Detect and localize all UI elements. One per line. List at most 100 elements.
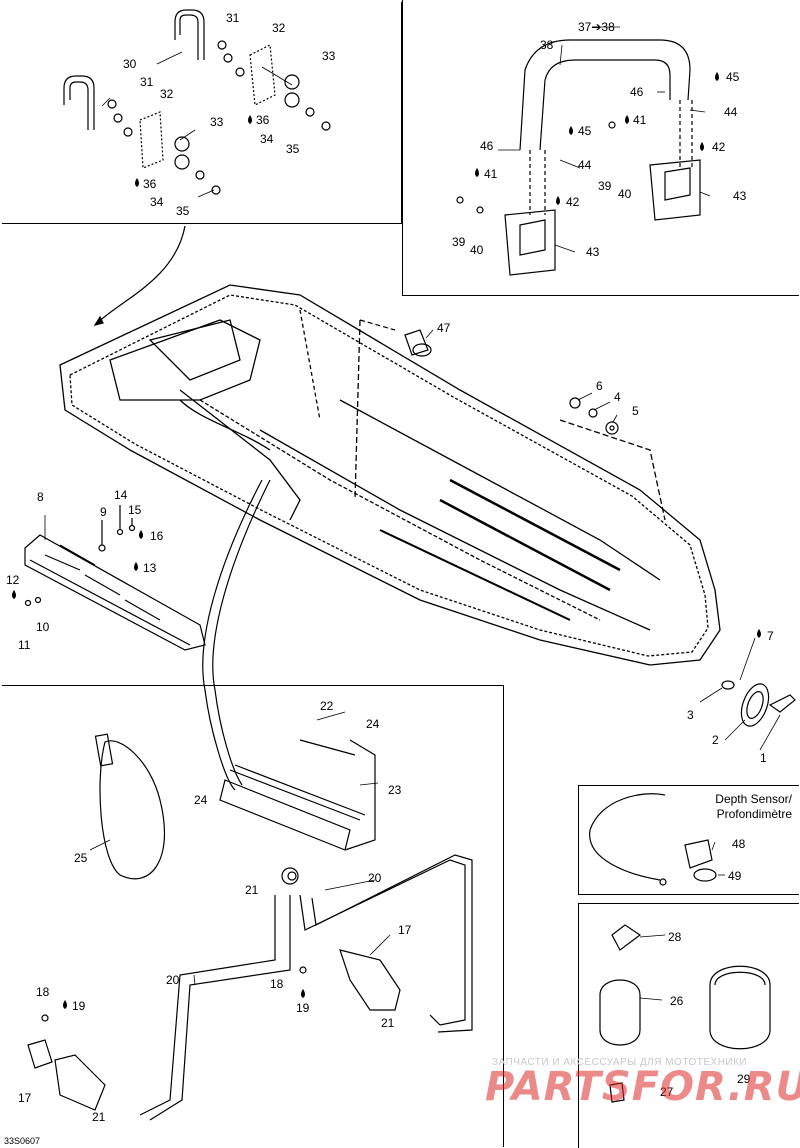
sealant-drop-icon — [135, 178, 139, 187]
depth-sensor-caption-en: Depth Sensor/ — [715, 792, 792, 806]
callout-41: 41 — [484, 167, 498, 181]
drawing-code: 33S0607 — [4, 1136, 41, 1146]
callout-8: 8 — [37, 490, 44, 504]
handle-leader-arrow — [93, 315, 104, 326]
callout-20: 20 — [368, 871, 382, 885]
callout-21: 21 — [92, 1110, 106, 1124]
callout-26: 26 — [670, 994, 684, 1008]
callout-33: 33 — [210, 115, 224, 129]
hull-drawing — [59, 284, 721, 666]
sealant-drop-icon — [757, 629, 761, 638]
depth-sensor-frame — [578, 785, 799, 895]
callout-15: 15 — [128, 503, 142, 517]
sealant-drop-icon — [134, 562, 138, 571]
callout-41: 41 — [633, 113, 647, 127]
handle-kit-drawing — [63, 9, 331, 195]
callout-33: 33 — [322, 49, 336, 63]
grab-handle-drawing — [456, 39, 701, 276]
callout-40: 40 — [618, 187, 632, 201]
callout-21: 21 — [245, 883, 259, 897]
watermark-logo: PARTSFOR.RU — [485, 1064, 800, 1110]
clamp-kit-frame — [578, 903, 799, 1148]
callout-31: 31 — [140, 75, 154, 89]
callout-18: 18 — [36, 985, 50, 999]
callout-37-to-38: 37➔38 — [578, 20, 615, 34]
hose-kit-drawing — [27, 733, 473, 1121]
callout-22: 22 — [320, 699, 334, 713]
callout-3: 3 — [687, 708, 694, 722]
callout-leaders — [44, 26, 781, 1001]
fitting-47-drawing — [359, 319, 432, 357]
callout-13: 13 — [143, 561, 157, 575]
callout-49: 49 — [728, 869, 742, 883]
sealant-drop-icon — [556, 196, 560, 205]
sealant-drop-icon — [248, 115, 252, 124]
handle-kit-frame — [2, 2, 402, 224]
callout-35: 35 — [176, 204, 190, 218]
callout-32: 32 — [272, 21, 286, 35]
callout-25: 25 — [74, 851, 88, 865]
callout-43: 43 — [586, 245, 600, 259]
drain-plug-drawing — [721, 680, 796, 727]
callout-32: 32 — [160, 87, 174, 101]
callout-36: 36 — [256, 113, 270, 127]
hose-leader-inner — [212, 479, 271, 786]
sealant-drop-icon — [700, 142, 704, 151]
washer-stack-drawing — [569, 397, 619, 435]
callout-24: 24 — [194, 793, 208, 807]
callout-40: 40 — [470, 243, 484, 257]
callout-24: 24 — [366, 717, 380, 731]
callout-42: 42 — [566, 195, 580, 209]
hose-kit-frame — [2, 685, 504, 1147]
callout-31: 31 — [226, 11, 240, 25]
footrest-fasteners — [24, 505, 136, 607]
footrest-drawing — [24, 534, 206, 651]
sealant-drop-icon — [139, 530, 143, 539]
callout-10: 10 — [36, 620, 50, 634]
callout-19: 19 — [72, 999, 86, 1013]
callout-45: 45 — [726, 70, 740, 84]
sealant-drop-icon — [475, 168, 479, 177]
callout-23: 23 — [388, 783, 402, 797]
callout-27: 27 — [660, 1085, 674, 1099]
callout-18: 18 — [270, 977, 284, 991]
callout-35: 35 — [286, 142, 300, 156]
hose-leader — [202, 479, 263, 791]
callout-43: 43 — [733, 189, 747, 203]
callout-12: 12 — [6, 573, 20, 587]
callout-21: 21 — [381, 1016, 395, 1030]
callout-48: 48 — [732, 837, 746, 851]
callout-45: 45 — [578, 124, 592, 138]
callout-19: 19 — [296, 1001, 310, 1015]
callout-47: 47 — [437, 321, 451, 335]
callout-9: 9 — [100, 505, 107, 519]
callout-39: 39 — [598, 179, 612, 193]
callout-11: 11 — [18, 638, 31, 652]
callout-17: 17 — [398, 923, 412, 937]
callout-44: 44 — [578, 158, 592, 172]
depth-sensor-drawing — [589, 793, 717, 886]
sealant-drop-icon — [12, 590, 16, 599]
callout-36: 36 — [143, 177, 157, 191]
callout-29: 29 — [737, 1072, 751, 1086]
callout-7: 7 — [767, 629, 774, 643]
watermark-tagline: ЗАПЧАСТИ И АКСЕССУАРЫ ДЛЯ МОТОТЕХНИКИ — [492, 1057, 748, 1068]
handle-leader-curve — [94, 225, 186, 326]
callout-14: 14 — [114, 488, 128, 502]
callout-39: 39 — [452, 235, 466, 249]
grab-handle-frame — [402, 0, 799, 296]
depth-sensor-caption: Depth Sensor/ Profondimètre — [715, 792, 792, 822]
callout-34: 34 — [260, 132, 274, 146]
callout-6: 6 — [596, 379, 603, 393]
callout-30: 30 — [123, 57, 137, 71]
sealant-drop-icon — [715, 72, 719, 81]
callout-4: 4 — [614, 390, 621, 404]
callout-34: 34 — [150, 195, 164, 209]
sealant-drop-icon — [625, 115, 629, 124]
callout-28: 28 — [668, 930, 682, 944]
callout-20: 20 — [166, 973, 180, 987]
callout-16: 16 — [150, 529, 164, 543]
